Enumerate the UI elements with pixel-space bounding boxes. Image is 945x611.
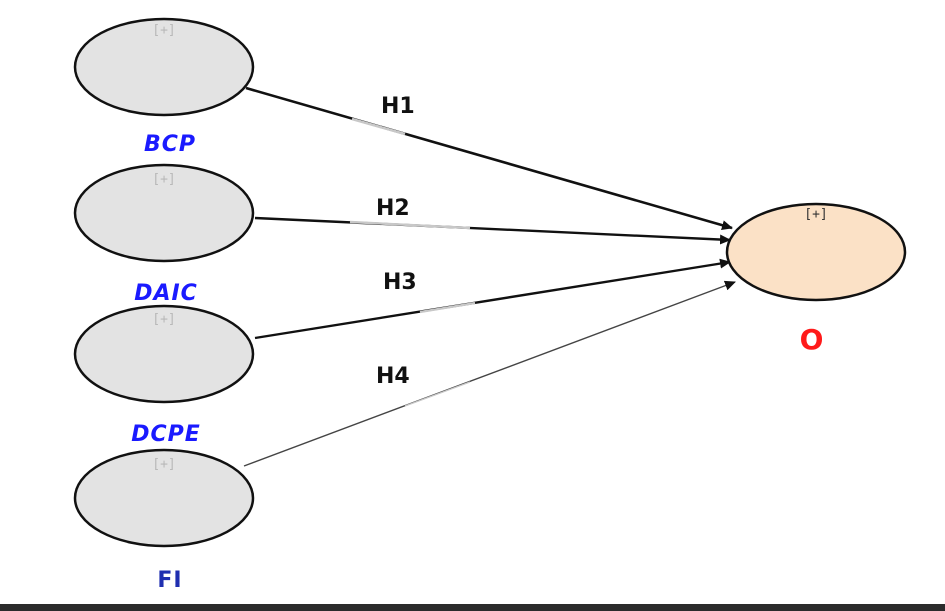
edge-h2[interactable] xyxy=(254,216,731,245)
node-daic-label: DAIC xyxy=(134,281,198,306)
node-o-circle[interactable] xyxy=(725,202,907,302)
edge-h1[interactable] xyxy=(245,86,733,231)
node-fi-expand-icon[interactable]: [+] xyxy=(152,457,176,472)
path-label-h3: H3 xyxy=(383,270,417,295)
node-fi-label: FI xyxy=(157,568,183,593)
node-o-label: O xyxy=(799,323,825,356)
path-label-h1: H1 xyxy=(381,94,415,119)
node-dcpe-circle[interactable] xyxy=(73,304,255,404)
node-o-expand-icon[interactable]: [+] xyxy=(804,207,828,222)
node-dcpe-expand-icon[interactable]: [+] xyxy=(152,312,176,327)
edge-h3[interactable] xyxy=(254,258,731,340)
node-dcpe-label: DCPE xyxy=(131,422,201,447)
path-label-h4: H4 xyxy=(376,364,410,389)
bottom-border xyxy=(0,604,945,611)
edge-h4[interactable] xyxy=(243,280,736,467)
node-bcp-circle[interactable] xyxy=(73,17,255,117)
node-daic-expand-icon[interactable]: [+] xyxy=(152,172,176,187)
node-daic-circle[interactable] xyxy=(73,163,255,263)
node-bcp-label: BCP xyxy=(143,132,197,157)
node-fi-circle[interactable] xyxy=(73,448,255,548)
node-bcp-expand-icon[interactable]: [+] xyxy=(152,23,176,38)
path-label-h2: H2 xyxy=(376,196,410,221)
